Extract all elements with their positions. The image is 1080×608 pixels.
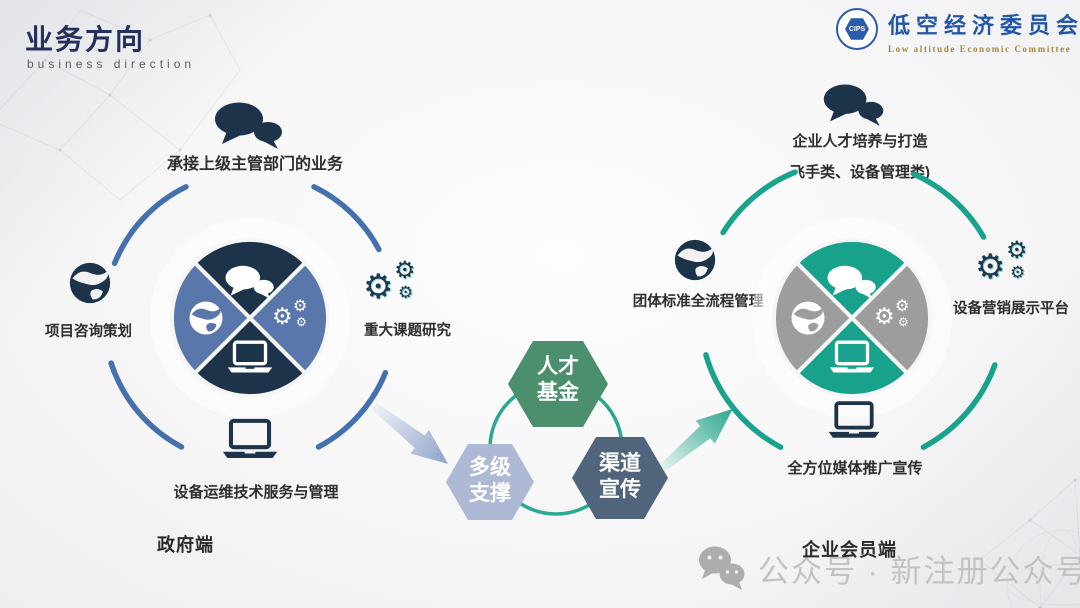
ent-top-label-line2: 飞手类、设备管理类) — [790, 164, 930, 181]
gov-section-label: 政府端 — [157, 535, 214, 555]
org-logo: CIPS 低空经济委员会 Low altitude Economic Commi… — [836, 8, 1080, 54]
enterprise-pie — [771, 237, 933, 399]
government-ring — [108, 184, 389, 450]
globe-icon — [673, 238, 717, 282]
org-name-en: Low altitude Economic Committee — [888, 44, 1072, 54]
arrow-hexagons-to-enterprise-icon — [657, 408, 733, 474]
laptop-icon — [828, 340, 876, 374]
government-pie — [169, 237, 331, 399]
gears-icon: ⚙ ⚙ ⚙ — [975, 236, 1028, 287]
multi-level-support-hexagon — [446, 444, 534, 520]
seal-text: CIPS — [848, 25, 866, 33]
talent-fund-hexagon — [508, 341, 608, 427]
gears-icon: ⚙ ⚙ ⚙ — [272, 296, 308, 330]
globe-icon — [188, 300, 224, 336]
ent-section-label: 企业会员端 — [802, 540, 897, 560]
gov-top-label: 承接上级主管部门的业务 — [166, 156, 343, 173]
speech-bubbles-icon — [213, 100, 285, 150]
watermark: 公众号 · 新注册公众号 — [696, 544, 1080, 592]
laptop-icon — [226, 340, 274, 374]
ent-bottom-label: 全方位媒体推广宣传 — [787, 460, 923, 477]
multi-level-support-hexagon-label: 多级 支撑 — [469, 456, 511, 505]
wechat-icon — [699, 546, 745, 590]
page-subtitle: business direction — [27, 57, 196, 71]
laptop-icon — [827, 400, 881, 440]
ent-top-label-line1: 企业人才培养与打造 — [792, 133, 928, 150]
ent-left-label: 团体标准全流程管理 — [632, 294, 764, 310]
channel-promotion-hexagon — [572, 437, 668, 519]
gears-icon: ⚙ ⚙ ⚙ — [363, 256, 416, 307]
globe-icon — [68, 261, 112, 305]
globe-icon — [790, 300, 826, 336]
gov-left-label: 项目咨询策划 — [45, 324, 132, 340]
org-name-cn: 低空经济委员会 — [888, 13, 1080, 38]
ent-right-label: 设备营销展示平台 — [953, 301, 1069, 317]
gov-right-label: 重大课题研究 — [364, 323, 451, 339]
page-title: 业务方向 — [25, 24, 146, 55]
org-seal-icon: CIPS — [836, 8, 878, 50]
enterprise-ring — [703, 169, 998, 450]
watermark-text: 公众号 · 新注册公众号 — [758, 553, 1080, 589]
speech-bubbles-icon — [826, 264, 878, 300]
gears-icon: ⚙ ⚙ ⚙ — [874, 296, 910, 330]
channel-promotion-hexagon-label: 渠道 宣传 — [599, 452, 641, 501]
talent-fund-hexagon-label: 人才 基金 — [537, 355, 579, 404]
arrow-gov-to-hexagons-icon — [371, 402, 449, 464]
laptop-icon — [221, 418, 279, 460]
gov-bottom-label: 设备运维技术服务与管理 — [173, 484, 339, 501]
speech-bubbles-icon — [224, 264, 276, 300]
speech-bubbles-icon — [822, 82, 886, 127]
